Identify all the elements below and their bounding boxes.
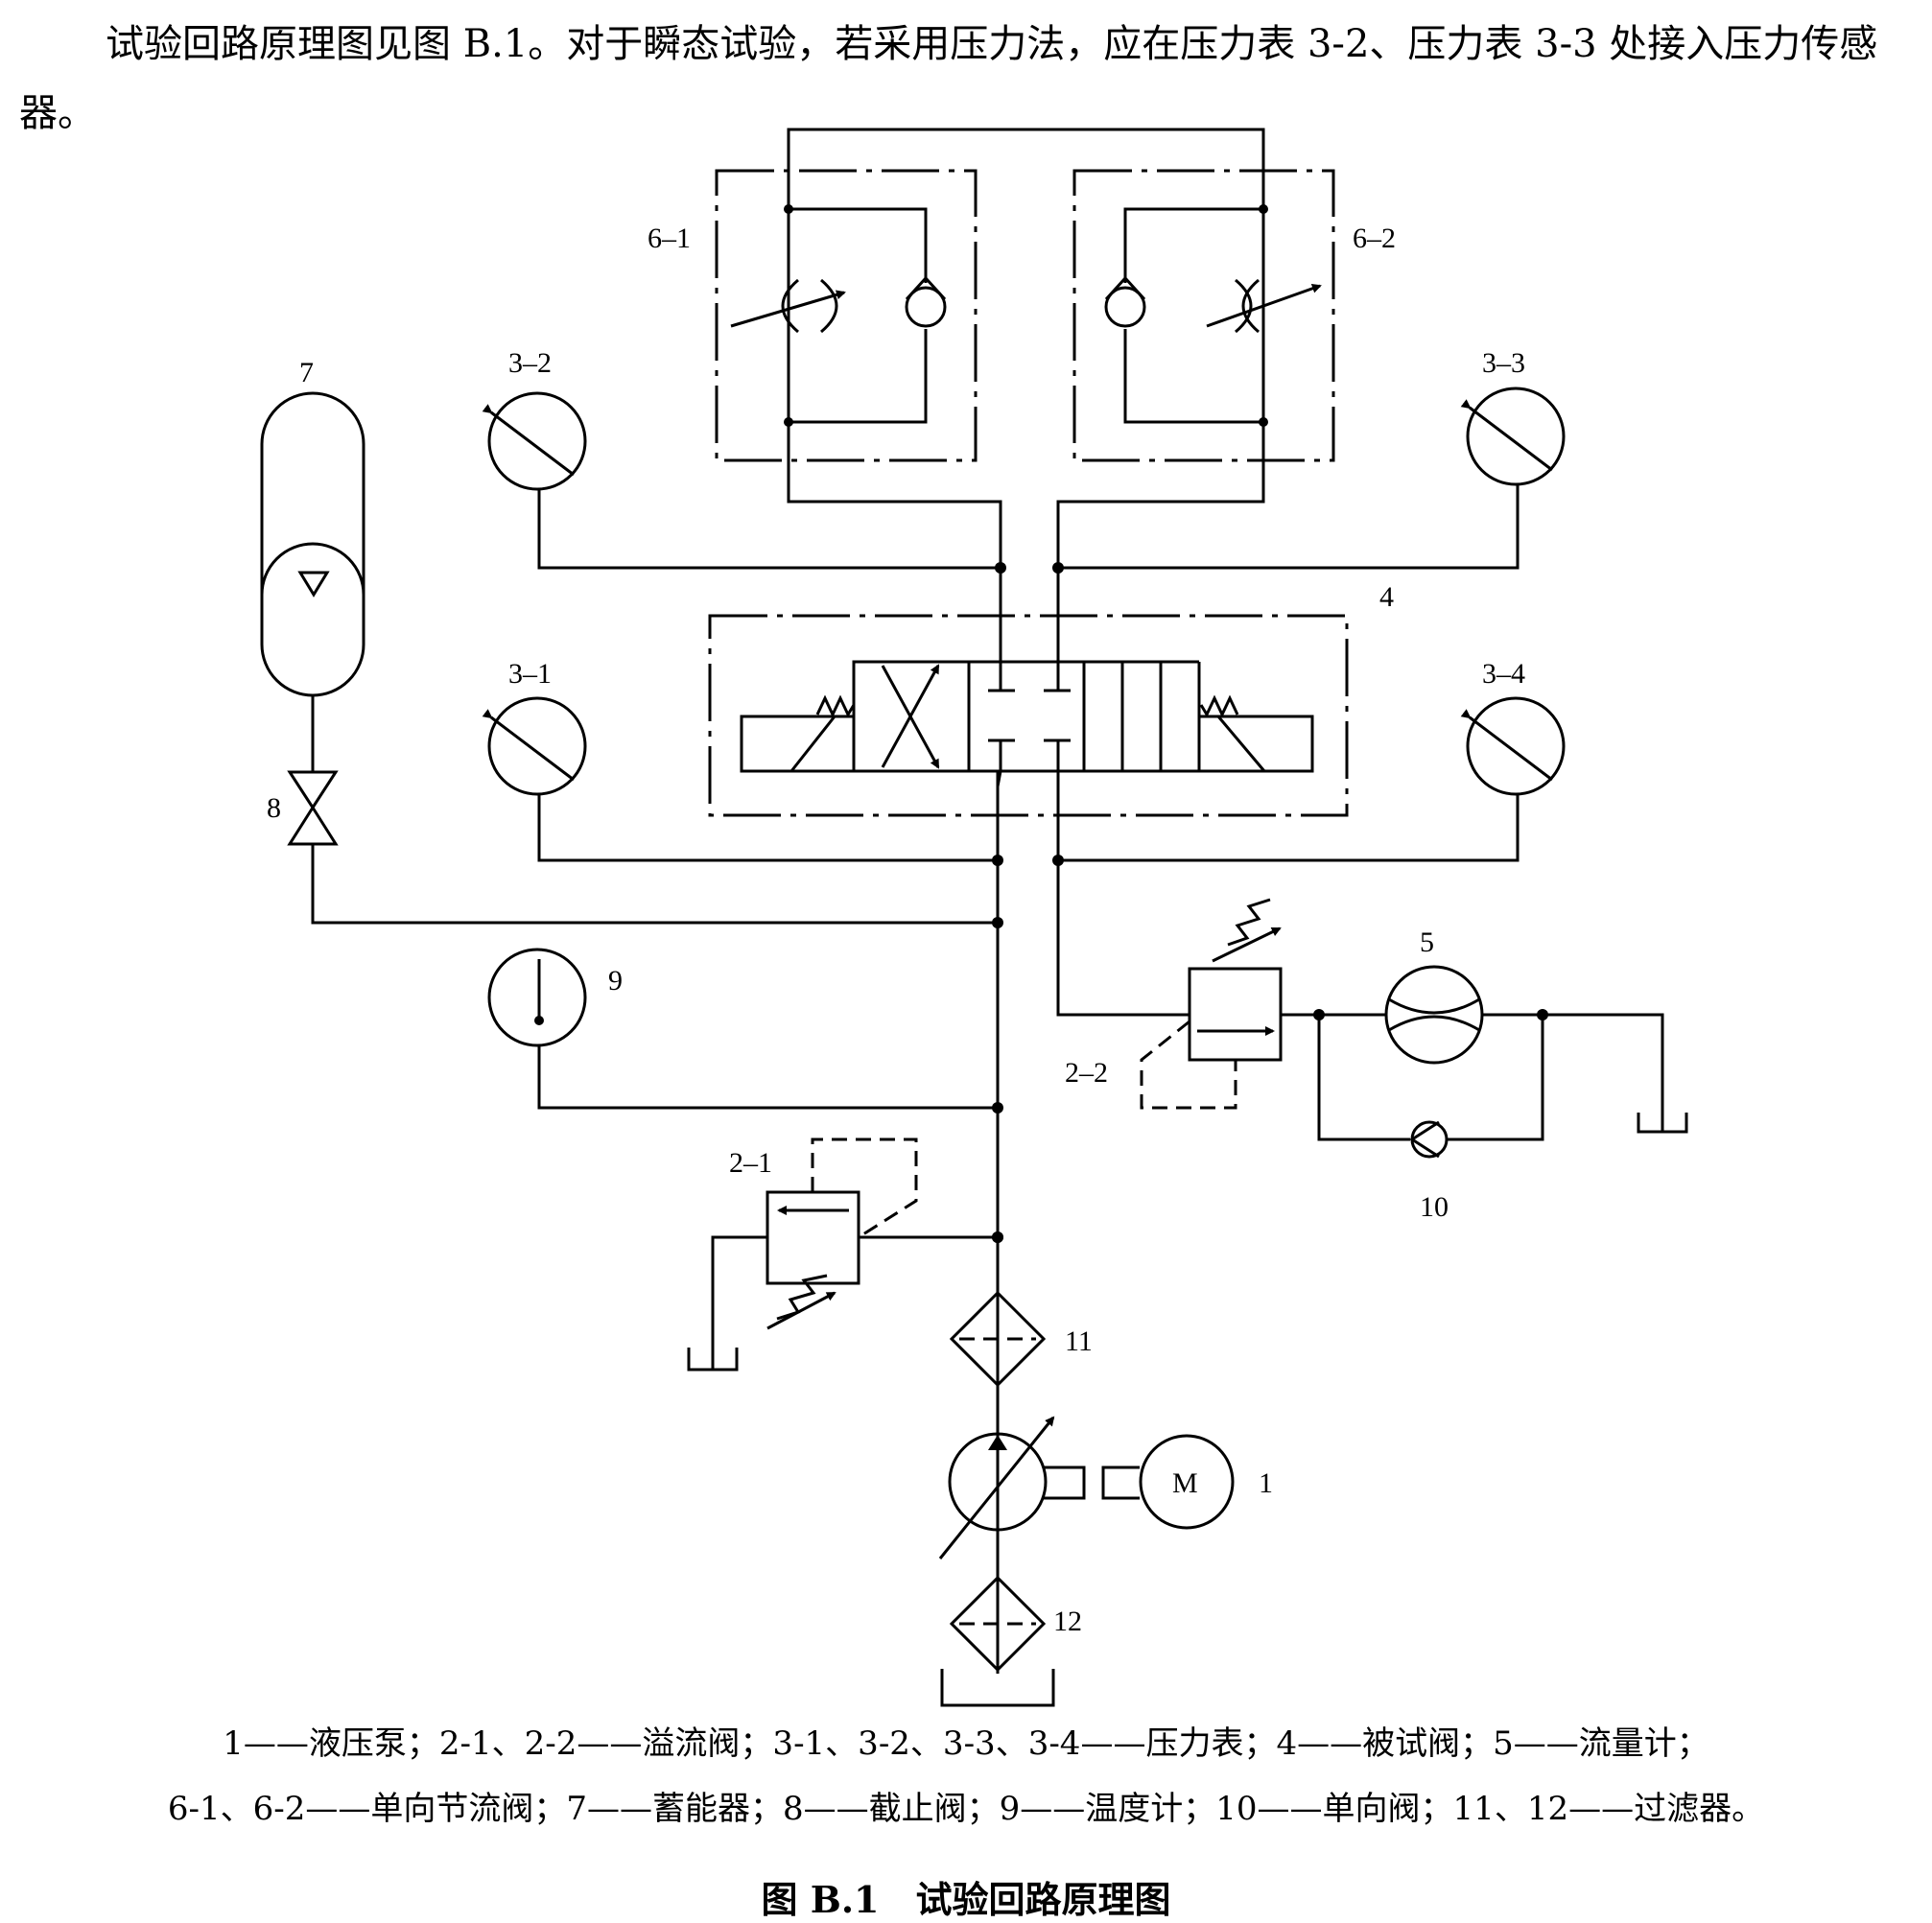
label-6-1: 6–1 — [648, 223, 691, 254]
check-valve-10 — [1317, 1015, 1544, 1159]
label-2-2: 2–2 — [1065, 1057, 1108, 1089]
motor — [1139, 1434, 1235, 1530]
relief-valve-2-2 — [1140, 898, 1325, 1110]
pump-1 — [938, 1416, 1140, 1560]
legend-line-1: 1——液压泵；2-1、2-2——溢流阀；3-1、3-2、3-3、3-4——压力表… — [223, 1724, 1709, 1763]
label-8: 8 — [267, 792, 281, 824]
return-line — [1056, 771, 1190, 1017]
label-motor: M — [1172, 1467, 1198, 1499]
label-2-1: 2–1 — [729, 1147, 772, 1179]
thermometer-9 — [487, 948, 1003, 1114]
label-6-2: 6–2 — [1353, 223, 1396, 254]
throttle-check-valve-6-2 — [1072, 139, 1335, 462]
label-5: 5 — [1420, 926, 1434, 958]
label-9: 9 — [608, 965, 623, 997]
filter-11 — [949, 1231, 1047, 1388]
pressure-gauge-3-1 — [482, 696, 1003, 866]
label-11: 11 — [1065, 1325, 1093, 1357]
pressure-gauge-3-2 — [482, 391, 1006, 574]
return-crossover-line — [787, 128, 1265, 139]
label-3-2: 3–2 — [508, 347, 552, 379]
legend-line-2: 6-1、6-2——单向节流阀；7——蓄能器；8——截止阀；9——温度计；10——… — [167, 1790, 1765, 1828]
label-4: 4 — [1379, 581, 1394, 613]
label-3-4: 3–4 — [1482, 658, 1525, 690]
label-12: 12 — [1053, 1606, 1082, 1637]
pressure-gauge-3-4 — [1052, 696, 1566, 866]
label-3-1: 3–1 — [508, 658, 552, 690]
label-7: 7 — [299, 357, 314, 388]
stop-valve-8 — [287, 770, 1003, 928]
intro-paragraph: 试验回路原理图见图 B.1。对于瞬态试验，若采用压力法，应在压力表 3-2、压力… — [19, 22, 1878, 135]
figure-caption: 图 B.1 试验回路原理图 — [761, 1878, 1171, 1921]
label-3-3: 3–3 — [1482, 347, 1525, 379]
directional-valve-4 — [708, 614, 1349, 817]
flowmeter-5 — [1319, 965, 1688, 1134]
pressure-gauge-3-3 — [1052, 387, 1566, 574]
label-1: 1 — [1259, 1467, 1273, 1499]
filter-12 — [940, 1575, 1055, 1707]
accumulator-7 — [260, 391, 365, 772]
throttle-check-valve-6-1 — [715, 139, 978, 462]
label-10: 10 — [1420, 1191, 1449, 1223]
